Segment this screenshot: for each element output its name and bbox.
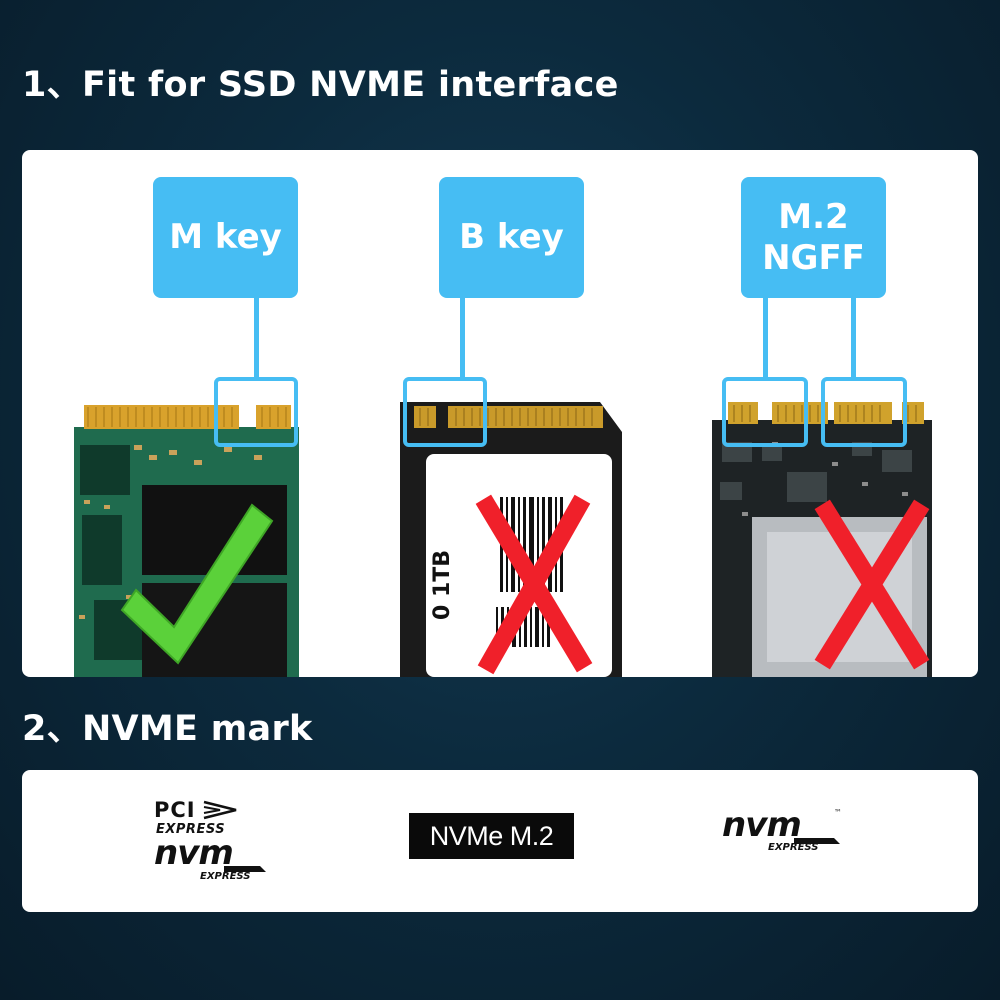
b-key-label: B key bbox=[459, 217, 564, 258]
m-key-label: M key bbox=[169, 217, 282, 258]
m2-ngff-label-line1: M.2 bbox=[778, 197, 849, 238]
m-key-notch-highlight bbox=[214, 377, 298, 447]
ssd-b-label-text: 0 1TB bbox=[430, 549, 455, 620]
section-heading-fit: 1、Fit for SSD NVME interface bbox=[22, 65, 619, 105]
check-icon bbox=[120, 503, 274, 665]
ngff-notch-highlight-left bbox=[722, 377, 808, 447]
nvm-text: nvm bbox=[722, 805, 802, 845]
m2-ngff-connector-line-left bbox=[763, 298, 768, 378]
m-key-tag: M key bbox=[153, 177, 298, 298]
pci-nvm-express-text: EXPRESS bbox=[200, 871, 251, 882]
section-heading-nvme-mark: 2、NVME mark bbox=[22, 709, 313, 749]
m2-ngff-connector-line-right bbox=[851, 298, 856, 378]
m2-ngff-tag: M.2 NGFF bbox=[741, 177, 886, 298]
b-key-notch-highlight bbox=[403, 377, 487, 447]
cross-icon bbox=[814, 499, 930, 670]
b-key-tag: B key bbox=[439, 177, 584, 298]
pci-express-nvm-logo: PCI EXPRESS nvm EXPRESS bbox=[154, 798, 274, 888]
pci-express-text: EXPRESS bbox=[156, 822, 226, 837]
pci-text: PCI bbox=[154, 798, 196, 822]
ssd-ngff-image bbox=[712, 402, 932, 677]
ssd-m-key-image bbox=[74, 405, 299, 677]
pci-arrow-icon bbox=[203, 800, 237, 820]
nvme-m2-badge: NVMe M.2 bbox=[409, 813, 574, 859]
nvm-express-logo: nvm EXPRESS ™ bbox=[722, 808, 852, 868]
ssd-b-key-image bbox=[400, 402, 622, 677]
nvme-mark-panel: PCI EXPRESS nvm EXPRESS NVMe M.2 nvm EXP… bbox=[22, 770, 978, 912]
pci-nvm-text: nvm bbox=[154, 833, 234, 873]
cross-icon bbox=[475, 494, 593, 675]
m2-ngff-label-line2: NGFF bbox=[762, 237, 865, 278]
nvm-express-text: EXPRESS bbox=[768, 842, 819, 853]
nvm-swoosh-icon bbox=[794, 838, 840, 844]
m-key-connector-line bbox=[254, 298, 259, 378]
b-key-connector-line bbox=[460, 298, 465, 378]
nvme-m2-text: NVMe M.2 bbox=[429, 820, 554, 851]
ngff-notch-highlight-right bbox=[821, 377, 907, 447]
pci-nvm-swoosh-icon bbox=[224, 866, 266, 872]
interface-panel: M key B key M.2 NGFF bbox=[22, 150, 978, 677]
trademark-icon: ™ bbox=[834, 808, 842, 817]
